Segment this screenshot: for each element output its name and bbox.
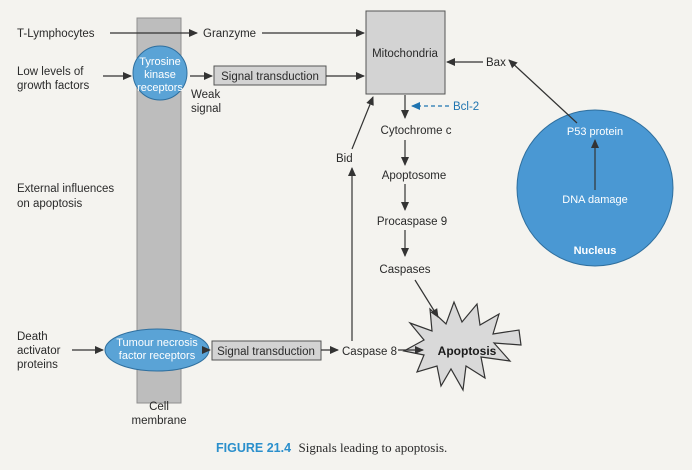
label-death-3: proteins [17,359,58,371]
label-external-1: External influences [17,183,114,195]
label-t-lymphocytes: T-Lymphocytes [17,28,95,40]
label-apoptosome: Apoptosome [382,170,447,182]
label-nucleus: Nucleus [574,245,617,257]
label-tyrosine-1: Tyrosine [139,56,181,68]
label-bid: Bid [336,153,353,165]
label-tyrosine-2: kinase [144,69,176,81]
label-signal-transduction-bottom: Signal transduction [217,346,315,358]
label-tnf-1: Tumour necrosis [116,337,198,349]
label-bax: Bax [486,57,506,69]
label-external-2: on apoptosis [17,198,82,210]
label-procaspase-9: Procaspase 9 [377,216,447,228]
mitochondria-box [365,10,446,95]
label-membrane-2: membrane [132,415,187,427]
figure-caption: FIGURE 21.4 Signals leading to apoptosis… [216,440,447,456]
label-caspases: Caspases [379,264,430,276]
tyrosine-kinase-receptor [132,45,188,101]
label-mitochondria: Mitochondria [372,48,438,60]
label-dna-damage: DNA damage [562,194,627,206]
label-tyrosine-3: receptors [137,82,183,94]
label-granzyme: Granzyme [203,28,256,40]
label-tnf-2: factor receptors [119,350,196,362]
arrow-bid-mito [351,96,374,150]
arrow-caspases-apoptosis [414,279,439,318]
label-weak-2: signal [191,103,221,115]
label-p53: P53 protein [567,126,623,138]
label-death-2: activator [17,345,61,357]
caption-label: FIGURE 21.4 [216,441,292,455]
label-death-1: Death [17,331,48,343]
apoptosis-diagram: T-Lymphocytes Low levels of growth facto… [17,10,674,427]
label-weak-1: Weak [191,89,220,101]
label-caspase-8: Caspase 8 [342,346,397,358]
apoptosis-star [402,300,522,392]
label-signal-transduction-top: Signal transduction [221,71,319,83]
label-low-growth-2: growth factors [17,80,89,92]
label-apoptosis: Apoptosis [438,344,497,358]
arrow-p53-bax [508,59,578,124]
label-cytochrome-c: Cytochrome c [381,125,452,137]
label-low-growth-1: Low levels of [17,66,84,78]
caption-text: Signals leading to apoptosis. [298,440,448,455]
label-membrane-1: Cell [149,401,169,413]
label-bcl2: Bcl-2 [453,101,479,113]
